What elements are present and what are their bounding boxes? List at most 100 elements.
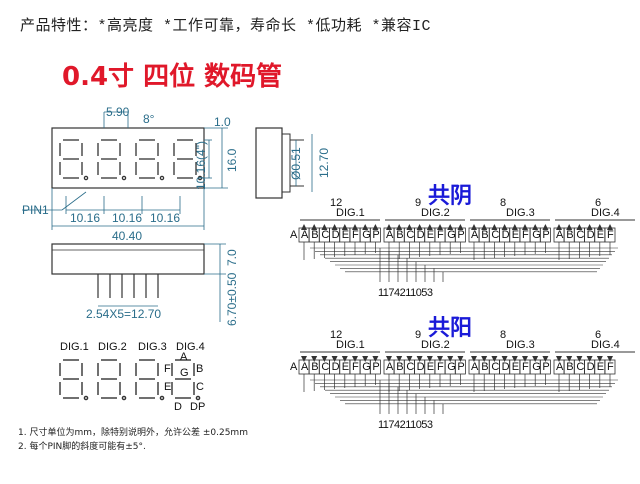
led-diode: [556, 356, 562, 362]
legend-dig3: DIG.3: [138, 341, 167, 353]
segment-letter: D: [502, 361, 510, 373]
led-diode: [481, 224, 488, 230]
digit-legend: DIG.1 DIG.2 DIG.3 DIG.4 A F G B E C D DP: [59, 341, 205, 413]
led-diode: [586, 224, 593, 230]
legend-seg-d: D: [174, 401, 182, 413]
led-diode: [321, 356, 328, 362]
segment-letter: B: [396, 361, 403, 373]
dim-body-width: 40.40: [112, 229, 142, 243]
segment-letter: E: [427, 229, 434, 241]
segment-letter: P: [542, 361, 549, 373]
dim-pitch-1: 10.16: [70, 211, 100, 225]
segment-letter: A: [386, 229, 394, 241]
led-diode: [362, 356, 369, 362]
legend-dig2: DIG.2: [98, 341, 127, 353]
led-diode: [406, 224, 413, 230]
led-diode: [576, 356, 583, 362]
note-1: 1. 尺寸单位为mm，除特别说明外，允许公差 ±0.25mm: [18, 428, 248, 438]
segment-letter: F: [437, 229, 444, 241]
dim-pitch-3: 10.16: [150, 211, 180, 225]
front-digit-3: [135, 139, 165, 181]
digit-pin-number: 12: [330, 197, 342, 209]
front-view: 5.90 8° 1.0 10.16(4") 16.0 10.16 10.16 1…: [22, 105, 239, 243]
dim-seg-thickness: 1.0: [214, 115, 231, 129]
led-diode: [596, 356, 603, 362]
note-2: 2. 每个PIN脚的斜度可能有±5°.: [18, 442, 146, 452]
led-diode: [522, 356, 528, 362]
legend-seg-b: B: [196, 363, 203, 375]
front-digits: [59, 139, 203, 181]
common-anode-label: 共阳: [428, 316, 473, 341]
decimal-point: [83, 395, 89, 401]
dim-pin-length: 6.70±0.50: [225, 272, 239, 326]
segment-letter: F: [437, 361, 444, 373]
segment-letter: E: [597, 229, 604, 241]
dim-body-height: 16.0: [225, 148, 239, 172]
led-diode: [491, 224, 498, 230]
decimal-point: [121, 175, 127, 181]
front-digit-1: [59, 139, 89, 181]
legend-seg-c: C: [196, 381, 204, 393]
dim-digit-width: 5.90: [106, 105, 130, 119]
led-diode: [501, 356, 508, 362]
segment-letter: B: [481, 229, 488, 241]
segment-letter: B: [396, 229, 403, 241]
led-diode: [301, 356, 307, 362]
bottom-pin-numbers: 1174211053: [378, 419, 433, 431]
segment-a-marker: A: [290, 361, 298, 373]
page-title: 0.4寸 四位 数码管: [62, 62, 283, 92]
segment-letter: E: [342, 229, 349, 241]
decimal-point: [195, 395, 201, 401]
schematic-digit-label: DIG.2: [421, 207, 450, 219]
segment-letter: P: [457, 229, 464, 241]
led-diode: [437, 356, 443, 362]
led-diode: [352, 224, 358, 230]
led-diode: [386, 356, 392, 362]
legend-digit-2: [97, 359, 127, 401]
led-diode: [311, 356, 318, 362]
segment-letter: A: [556, 361, 564, 373]
led-diode: [532, 356, 539, 362]
segment-letter: B: [481, 361, 488, 373]
led-diode: [396, 224, 403, 230]
segment-letter: P: [372, 361, 379, 373]
led-diode: [542, 224, 549, 230]
legend-digit-4: [171, 359, 201, 401]
front-view-body: [51, 127, 205, 189]
digit-pin-number: 12: [330, 329, 342, 341]
segment-letter: F: [352, 361, 359, 373]
segment-letter: C: [406, 361, 414, 373]
led-diode: [542, 356, 549, 362]
legend-seg-e: E: [164, 381, 171, 393]
segment-letter: D: [332, 361, 340, 373]
legend-seg-f: F: [164, 363, 171, 375]
led-diode: [341, 356, 348, 362]
digit-pin-number: 8: [500, 197, 506, 209]
segment-letter: B: [311, 361, 318, 373]
led-diode: [501, 224, 508, 230]
legend-seg-dp: DP: [190, 401, 205, 413]
segment-letter: F: [522, 361, 529, 373]
segment-letter: G: [532, 361, 541, 373]
led-diode: [426, 356, 433, 362]
segment-letter: D: [587, 361, 595, 373]
dim-side-length: 12.70: [317, 148, 331, 178]
led-diode: [301, 224, 307, 230]
led-diode: [566, 224, 573, 230]
led-diode: [321, 224, 328, 230]
pin1-label: PIN1: [22, 203, 49, 217]
segment-letter: E: [597, 361, 604, 373]
led-diode: [311, 224, 318, 230]
segment-letter: C: [491, 361, 499, 373]
dim-bottom-height: 7.0: [225, 249, 239, 266]
segment-letter: F: [607, 361, 614, 373]
led-diode: [511, 356, 518, 362]
segment-letter: A: [471, 229, 479, 241]
schematic-digit-label: DIG.1: [336, 339, 365, 351]
segment-letter: E: [427, 361, 434, 373]
segment-letter: B: [566, 361, 573, 373]
digit-pin-number: 8: [500, 329, 506, 341]
led-diode: [511, 224, 518, 230]
